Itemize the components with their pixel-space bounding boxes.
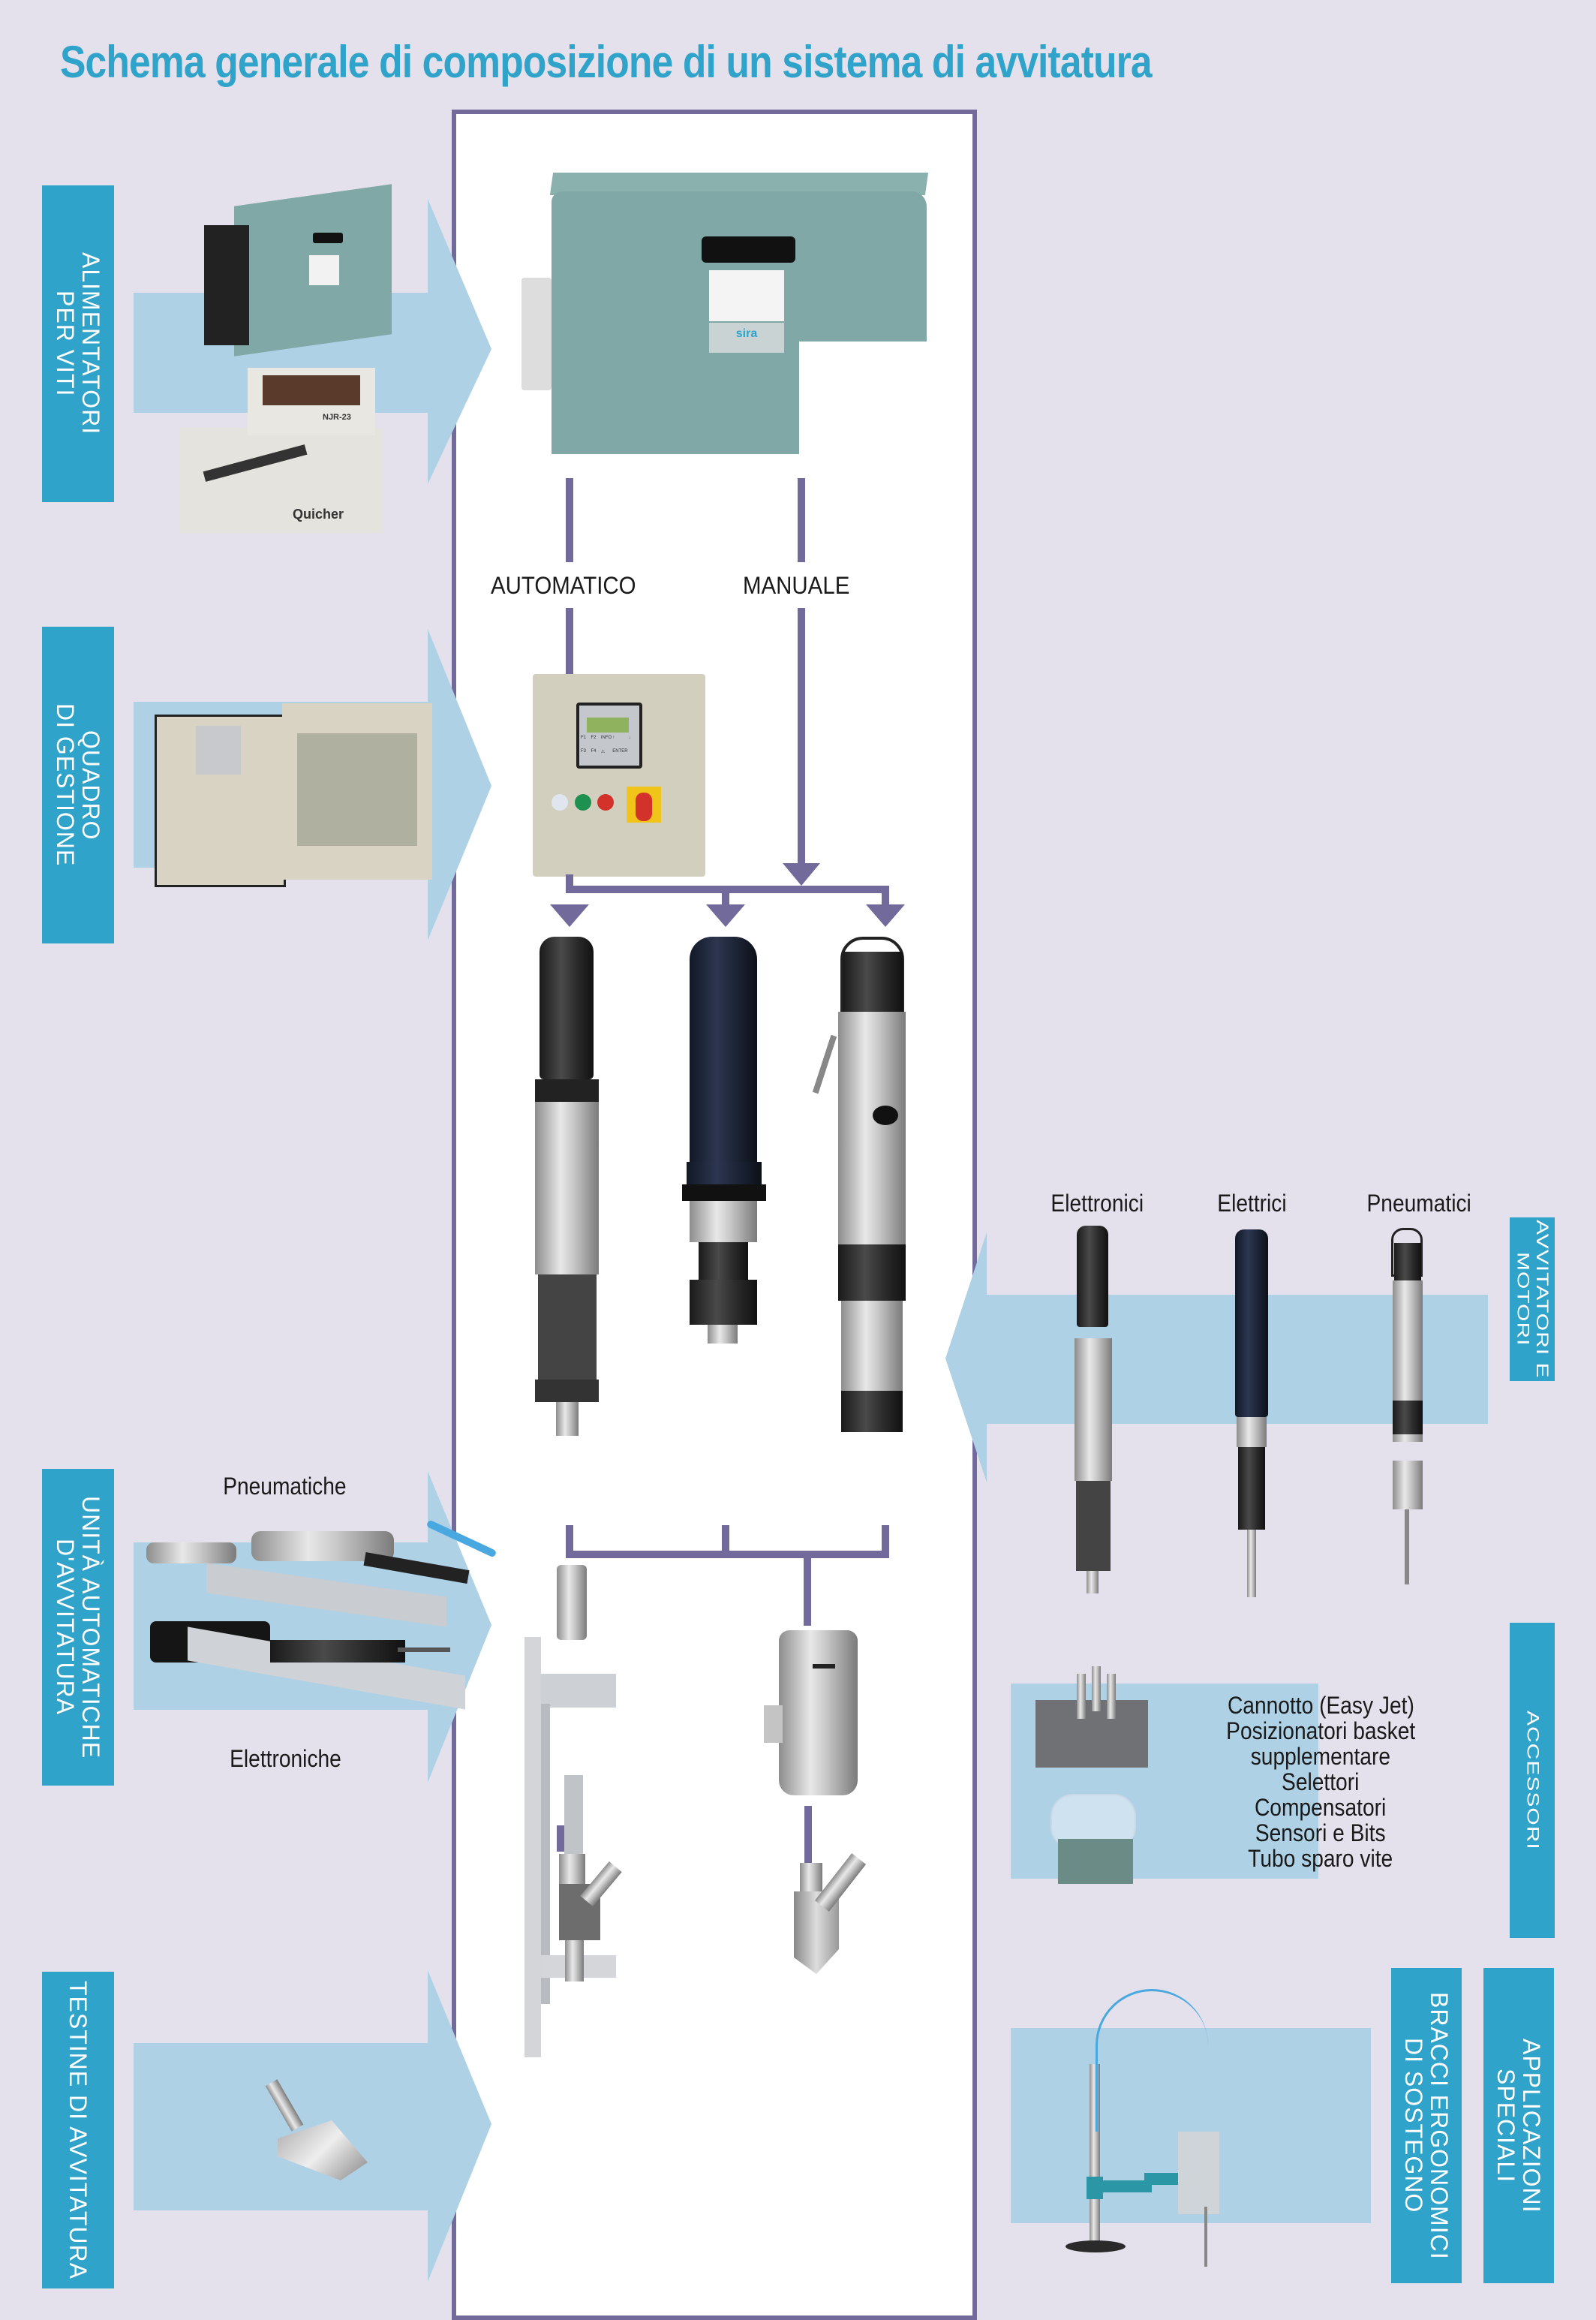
image-accessories — [1028, 1666, 1148, 1891]
category-screwing-heads-label: TESTINE DI AVVITATURA — [65, 1981, 92, 2279]
category-automatic-units-label: UNITÀ AUTOMATICHE D'AVVITATURA — [52, 1495, 104, 1759]
image-control-panel-open — [155, 703, 432, 891]
key-down: ↓ — [628, 736, 631, 740]
image-pneumatic-unit — [139, 1519, 499, 1627]
image-screwdriver-electric — [679, 937, 766, 1496]
accessories-list: Cannotto (Easy Jet) Posizionatori basket… — [1208, 1693, 1433, 1871]
image-screwdriver-pneumatic — [812, 937, 923, 1496]
accessory-item: Sensori e Bits — [1255, 1819, 1386, 1846]
image-screwing-head — [248, 2057, 383, 2192]
category-screwing-heads[interactable]: TESTINE DI AVVITATURA — [42, 1972, 114, 2288]
connector-right-drop — [882, 886, 889, 908]
accessory-item: Tubo sparo vite — [1248, 1845, 1393, 1872]
image-electronic-unit — [143, 1621, 473, 1734]
category-feeders-label: ALIMENTATORI PER VITI — [52, 252, 104, 435]
connector-automatic-mid — [566, 608, 573, 676]
key-alarm: ⚠ — [600, 750, 606, 754]
connector-spindle-to-head — [804, 1806, 812, 1873]
image-automatic-unit-vertical — [523, 1565, 621, 2057]
connector-automatic-top — [566, 478, 573, 562]
branch-label-automatic: AUTOMATICO — [491, 572, 636, 599]
image-small-screwdriver-electric — [1231, 1229, 1276, 1605]
accessory-item: supplementare — [1250, 1743, 1391, 1770]
image-feeder-quicher: Quicher NJR-23 — [180, 368, 383, 540]
category-control-panel[interactable]: QUADRO DI GESTIONE — [42, 627, 114, 943]
category-special-applications-label: APPLICAZIONI SPECIALI — [1492, 2038, 1545, 2213]
branch-label-manual: MANUALE — [743, 572, 850, 599]
key-up: ↑ — [612, 736, 615, 740]
image-screwing-head-right — [786, 1846, 869, 1974]
category-automatic-units[interactable]: UNITÀ AUTOMATICHE D'AVVITATURA — [42, 1469, 114, 1786]
type-label-pneumatic: Pneumatici — [1366, 1190, 1471, 1217]
connector-to-spindle — [804, 1551, 811, 1626]
panel-keypad: F1 F2 INFO ↑ ↓ F3 F4 ⚠ ENTER — [581, 736, 638, 763]
category-feeders[interactable]: ALIMENTATORI PER VITI — [42, 185, 114, 502]
quicher-logo: Quicher — [293, 507, 344, 522]
connector-manual-top — [798, 478, 805, 562]
accessory-item: Cannotto (Easy Jet) — [1227, 1692, 1414, 1719]
accessory-item: Posizionatori basket — [1225, 1717, 1416, 1744]
category-accessories[interactable]: ACCESSORI — [1510, 1623, 1555, 1938]
indicator-green — [575, 794, 591, 811]
main-switch-handle — [636, 793, 652, 821]
key-f4: F4 — [591, 749, 597, 754]
key-enter: ENTER — [612, 749, 628, 754]
category-accessories-label: ACCESSORI — [1523, 1711, 1542, 1850]
type-label-electric: Elettrici — [1217, 1190, 1287, 1217]
accessory-item: Selettori — [1282, 1768, 1360, 1795]
image-control-panel: F1 F2 INFO ↑ ↓ F3 F4 ⚠ ENTER — [533, 674, 720, 877]
category-special-applications[interactable]: APPLICAZIONI SPECIALI — [1483, 1968, 1554, 2283]
indicator-red — [597, 794, 614, 811]
key-f2: F2 — [591, 736, 597, 740]
connector-tool-3-up — [882, 1525, 889, 1558]
image-small-screwdriver-pneumatic — [1387, 1228, 1432, 1603]
indicator-white — [552, 794, 568, 811]
category-control-panel-label: QUADRO DI GESTIONE — [52, 703, 104, 867]
sira-logo: sira — [709, 323, 784, 353]
connector-panel-down — [566, 874, 573, 893]
connector-mid-drop — [722, 886, 729, 908]
image-small-screwdriver-electronic — [1073, 1226, 1118, 1601]
category-ergonomic-arms-label: BRACCI ERGONOMICI DI SOSTEGNO — [1400, 1991, 1453, 2260]
connector-unit-to-head-left — [557, 1825, 564, 1852]
type-label-electronic: Elettronici — [1050, 1190, 1144, 1217]
image-screwdriver-electronic — [535, 937, 606, 1496]
key-f3: F3 — [581, 749, 587, 754]
connector-tool-1-up — [566, 1525, 573, 1558]
image-feeder-main: sira — [521, 173, 929, 469]
key-f1: F1 — [581, 736, 587, 740]
feeder-model-label: NJR-23 — [323, 413, 351, 422]
sublabel-electronic-units: Elettroniche — [230, 1745, 341, 1772]
key-info: INFO — [600, 736, 612, 740]
connector-tool-2-up — [722, 1525, 729, 1558]
connector-manual-down — [798, 608, 805, 874]
image-feeder-open — [204, 180, 392, 357]
image-screwing-head-left — [559, 1854, 634, 1981]
page-title: Schema generale di composizione di un si… — [60, 37, 1153, 87]
sublabel-pneumatic-units: Pneumatiche — [223, 1473, 347, 1500]
category-ergonomic-arms[interactable]: BRACCI ERGONOMICI DI SOSTEGNO — [1391, 1968, 1462, 2283]
accessory-item: Compensatori — [1255, 1794, 1387, 1821]
category-screwdrivers-motors[interactable]: AVVITATORI E MOTORI — [1510, 1217, 1555, 1381]
image-spindle — [764, 1630, 865, 1799]
category-screwdrivers-motors-label: AVVITATORI E MOTORI — [1513, 1220, 1552, 1379]
connector-tools-bar — [566, 1551, 889, 1558]
image-ergonomic-arm — [1050, 1981, 1276, 2267]
